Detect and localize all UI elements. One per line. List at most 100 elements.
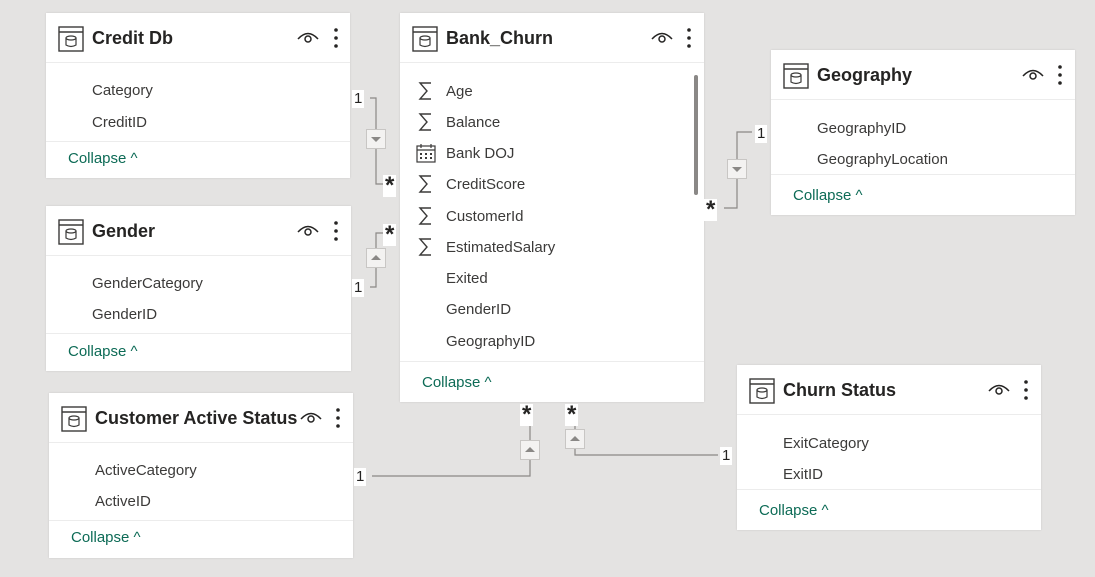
table-icon	[412, 26, 438, 52]
sigma-icon	[418, 207, 431, 225]
sigma-icon	[418, 175, 431, 193]
cardinality-many-label: *	[383, 221, 397, 248]
table-card-gender[interactable]: Gender GenderCategory GenderID Collapse …	[46, 206, 351, 371]
cardinality-one-label: 1	[352, 90, 365, 108]
caret-down-icon	[371, 137, 381, 142]
scrollbar[interactable]	[694, 75, 698, 195]
eye-icon[interactable]	[297, 223, 319, 237]
field-label: Balance	[446, 114, 501, 131]
field-item[interactable]: ActiveCategory	[95, 462, 197, 479]
field-item[interactable]: CustomerId	[418, 207, 524, 225]
table-title: Credit Db	[92, 28, 173, 48]
divider	[46, 141, 350, 142]
field-label: EstimatedSalary	[446, 239, 556, 256]
field-item[interactable]: GenderID	[92, 306, 158, 323]
field-item[interactable]: Category	[92, 82, 153, 99]
eye-icon[interactable]	[300, 410, 322, 424]
relationship-line-churn	[574, 425, 718, 456]
collapse-link[interactable]: Collapse ^	[793, 187, 863, 204]
table-card-bank-churn[interactable]: Bank_Churn Age Balance	[400, 13, 704, 402]
cardinality-one-label: 1	[755, 125, 768, 143]
sigma-icon	[418, 238, 431, 256]
field-item[interactable]: CreditScore	[418, 175, 526, 193]
card-header[interactable]: Geography	[771, 50, 1075, 100]
field-item[interactable]: GeographyID	[817, 120, 907, 137]
table-icon	[58, 219, 84, 245]
collapse-link[interactable]: Collapse ^	[71, 529, 141, 546]
filter-direction-arrow[interactable]	[366, 129, 386, 149]
field-item[interactable]: GeographyID	[446, 333, 536, 350]
cardinality-one-label: 1	[720, 447, 733, 465]
table-icon	[749, 378, 775, 404]
more-options-icon[interactable]	[1056, 64, 1064, 86]
divider	[46, 333, 351, 334]
collapse-link[interactable]: Collapse ^	[68, 150, 138, 167]
field-item[interactable]: ActiveID	[95, 493, 151, 510]
more-options-icon[interactable]	[334, 407, 342, 429]
collapse-link[interactable]: Collapse ^	[759, 502, 829, 519]
table-icon	[783, 63, 809, 89]
card-header[interactable]: Credit Db	[46, 13, 350, 63]
calendar-icon	[416, 144, 436, 163]
field-item[interactable]: ExitCategory	[783, 435, 869, 452]
eye-icon[interactable]	[988, 382, 1010, 396]
cardinality-many-label: *	[383, 172, 397, 199]
table-title: Geography	[817, 65, 913, 85]
card-header[interactable]: Gender	[46, 206, 351, 256]
filter-direction-arrow[interactable]	[520, 440, 540, 460]
table-card-credit-db[interactable]: Credit Db Category CreditID Collapse ^	[46, 13, 350, 178]
divider	[737, 489, 1041, 490]
cardinality-many-label: *	[520, 401, 534, 428]
field-item[interactable]: ExitID	[783, 466, 824, 483]
table-card-customer-active-status[interactable]: Customer Active Status ActiveCategory Ac…	[49, 393, 353, 558]
collapse-link[interactable]: Collapse ^	[422, 374, 492, 391]
more-options-icon[interactable]	[685, 27, 693, 49]
field-item[interactable]: CreditID	[92, 114, 148, 131]
table-icon	[61, 406, 87, 432]
card-header[interactable]: Customer Active Status	[49, 393, 353, 443]
more-options-icon[interactable]	[1022, 379, 1030, 401]
divider	[771, 174, 1075, 175]
field-label: CreditScore	[446, 176, 526, 193]
table-title: Bank_Churn	[446, 28, 554, 48]
divider	[400, 361, 704, 362]
field-item[interactable]: GenderID	[446, 301, 512, 318]
cardinality-one-label: 1	[352, 279, 365, 297]
card-header[interactable]: Bank_Churn	[400, 13, 704, 63]
cardinality-one-label: 1	[354, 468, 367, 486]
filter-direction-arrow[interactable]	[727, 159, 747, 179]
more-options-icon[interactable]	[332, 220, 340, 242]
field-label: Bank DOJ	[446, 145, 515, 162]
field-item[interactable]: Exited	[446, 270, 488, 287]
field-label: Age	[446, 83, 473, 100]
sigma-icon	[418, 113, 431, 131]
collapse-link[interactable]: Collapse ^	[68, 343, 138, 360]
more-options-icon[interactable]	[332, 27, 340, 49]
card-header[interactable]: Churn Status	[737, 365, 1041, 415]
caret-up-icon	[371, 255, 381, 260]
caret-down-icon	[732, 167, 742, 172]
table-card-churn-status[interactable]: Churn Status ExitCategory ExitID Collaps…	[737, 365, 1041, 530]
sigma-icon	[418, 82, 431, 100]
eye-icon[interactable]	[651, 30, 673, 44]
cardinality-many-label: *	[565, 401, 579, 428]
table-card-geography[interactable]: Geography GeographyID GeographyLocation …	[771, 50, 1075, 215]
caret-up-icon	[525, 447, 535, 452]
divider	[49, 520, 353, 521]
relationship-line-active	[372, 425, 531, 477]
field-item[interactable]: GenderCategory	[92, 275, 203, 292]
field-item[interactable]: EstimatedSalary	[418, 238, 556, 256]
field-item[interactable]: Age	[418, 82, 473, 100]
filter-direction-arrow[interactable]	[565, 429, 585, 449]
table-title: Gender	[92, 221, 156, 241]
field-item[interactable]: GeographyLocation	[817, 151, 948, 168]
eye-icon[interactable]	[1022, 67, 1044, 81]
filter-direction-arrow[interactable]	[366, 248, 386, 268]
caret-up-icon	[570, 436, 580, 441]
table-icon	[58, 26, 84, 52]
table-title: Customer Active Status	[95, 408, 298, 428]
eye-icon[interactable]	[297, 30, 319, 44]
field-item[interactable]: Bank DOJ	[416, 144, 515, 163]
field-item[interactable]: Balance	[418, 113, 501, 131]
